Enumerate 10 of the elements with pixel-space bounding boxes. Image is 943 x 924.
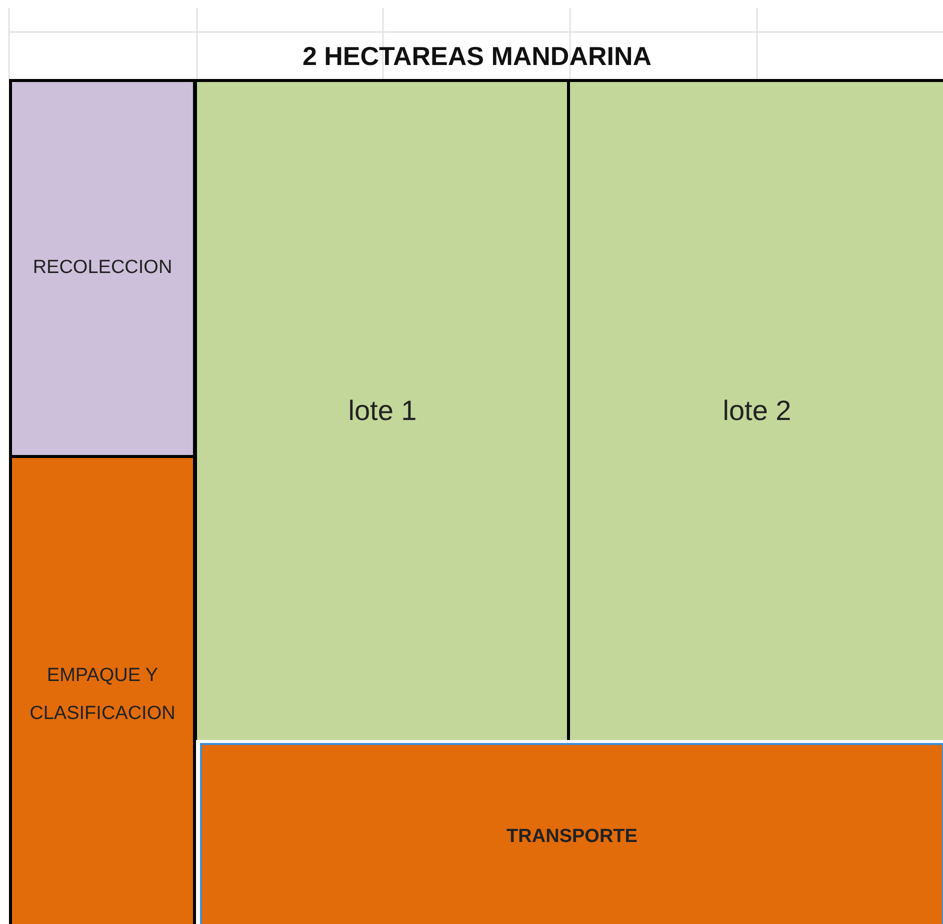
area-label: TRANSPORTE (506, 825, 638, 850)
area-box (9, 455, 196, 924)
area-box (567, 79, 943, 740)
title: 2 HECTAREAS MANDARINA (301, 43, 653, 69)
area-label: lote 2 (722, 394, 792, 428)
area-label: lote 1 (347, 394, 418, 428)
area-box (197, 740, 943, 924)
area-label: RECOLECCION (32, 256, 174, 280)
area-label: EMPAQUE Y CLASIFICACION (28, 664, 176, 726)
area-box (9, 79, 196, 458)
